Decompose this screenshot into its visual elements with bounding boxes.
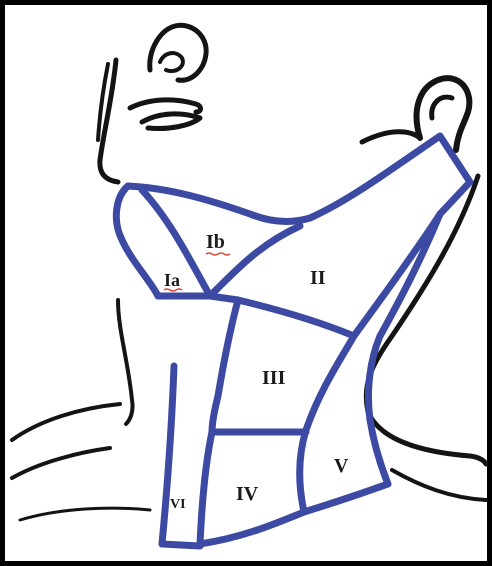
level-labels: Ib Ia II III IV V VI (164, 231, 349, 512)
label-level-iii: III (262, 367, 286, 389)
lower-lip (142, 114, 200, 129)
right-shoulder-line (392, 470, 486, 500)
label-level-v: V (334, 455, 349, 477)
chest-line (20, 508, 150, 520)
ear-inner (432, 97, 452, 118)
zone-boundary-vi-left (162, 366, 174, 544)
zone-boundary-vi-bottom (162, 544, 200, 546)
zone-boundary-upper (128, 136, 470, 221)
face-profile-line (100, 60, 118, 182)
zone-boundary-v-bottom (304, 484, 388, 512)
jaw-line (362, 132, 420, 142)
left-clavicle-line (12, 404, 120, 440)
label-level-vi: VI (170, 497, 186, 512)
zone-boundary-iii-left (212, 300, 238, 432)
nostril-outline (160, 53, 183, 71)
label-level-iv: IV (236, 483, 259, 505)
label-level-ii: II (310, 267, 326, 289)
left-shoulder-line (12, 448, 110, 478)
upper-lip (130, 100, 201, 112)
label-level-ib: Ib (206, 231, 225, 253)
zone-boundary-iv-left (200, 432, 212, 544)
zone-boundary-iv-bottom (200, 512, 304, 544)
label-level-ia: Ia (164, 270, 180, 290)
posterior-neck-line (366, 176, 486, 464)
ib-underline (206, 253, 230, 255)
